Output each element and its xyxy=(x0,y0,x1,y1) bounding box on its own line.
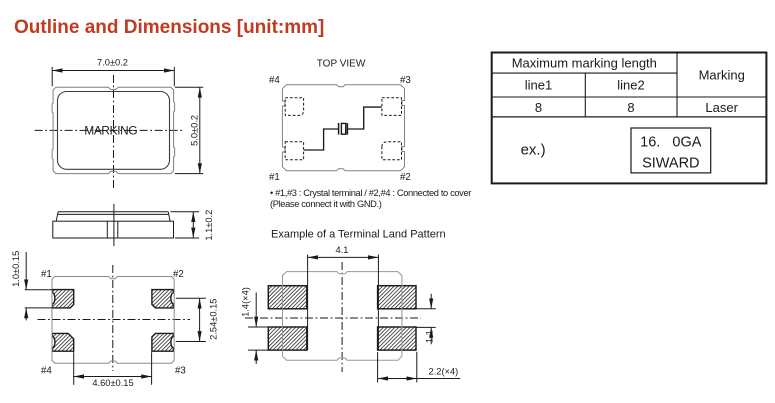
svg-text:8: 8 xyxy=(535,100,542,115)
svg-text:• #1,#3 : Crystal terminal / #: • #1,#3 : Crystal terminal / #2,#4 : Con… xyxy=(270,188,471,198)
svg-text:1.0±0.15: 1.0±0.15 xyxy=(11,251,21,287)
svg-text:ex.): ex.) xyxy=(521,142,546,159)
svg-text:#3: #3 xyxy=(400,75,411,86)
svg-text:MARKING: MARKING xyxy=(84,124,137,138)
svg-text:#2: #2 xyxy=(400,172,411,183)
svg-text:#1: #1 xyxy=(269,172,280,183)
svg-text:Laser: Laser xyxy=(705,100,738,115)
svg-text:SIWARD: SIWARD xyxy=(642,156,699,172)
svg-text:line1: line1 xyxy=(525,77,552,92)
svg-text:#2: #2 xyxy=(173,269,184,280)
svg-text:Maximum marking length: Maximum marking length xyxy=(512,55,657,70)
svg-text:2.54±0.15: 2.54±0.15 xyxy=(208,299,218,340)
svg-text:4.60±0.15: 4.60±0.15 xyxy=(92,378,133,388)
svg-text:#4: #4 xyxy=(269,75,280,86)
svg-text:1.4(×4): 1.4(×4) xyxy=(241,287,251,317)
svg-text:Marking: Marking xyxy=(699,67,745,82)
svg-text:1.1: 1.1 xyxy=(425,330,435,343)
svg-text:line2: line2 xyxy=(617,77,644,92)
svg-text:#4: #4 xyxy=(41,366,52,377)
svg-text:8: 8 xyxy=(627,100,634,115)
svg-text:16. 0GA: 16. 0GA xyxy=(640,135,702,151)
svg-text:TOP VIEW: TOP VIEW xyxy=(317,59,366,70)
svg-text:1.1±0.2: 1.1±0.2 xyxy=(204,210,214,241)
svg-text:5.0±0.2: 5.0±0.2 xyxy=(189,115,199,146)
svg-text:#1: #1 xyxy=(41,269,52,280)
svg-text:Outline and Dimensions [unit:m: Outline and Dimensions [unit:mm] xyxy=(14,17,324,38)
svg-text:7.0±0.2: 7.0±0.2 xyxy=(97,58,128,68)
svg-text:Example of a Terminal Land Pat: Example of a Terminal Land Pattern xyxy=(271,229,446,241)
svg-text:2.2(×4): 2.2(×4) xyxy=(429,367,459,377)
svg-text:(Please connect it with GND.): (Please connect it with GND.) xyxy=(270,199,382,209)
svg-text:#3: #3 xyxy=(175,366,186,377)
svg-text:4.1: 4.1 xyxy=(336,245,349,255)
